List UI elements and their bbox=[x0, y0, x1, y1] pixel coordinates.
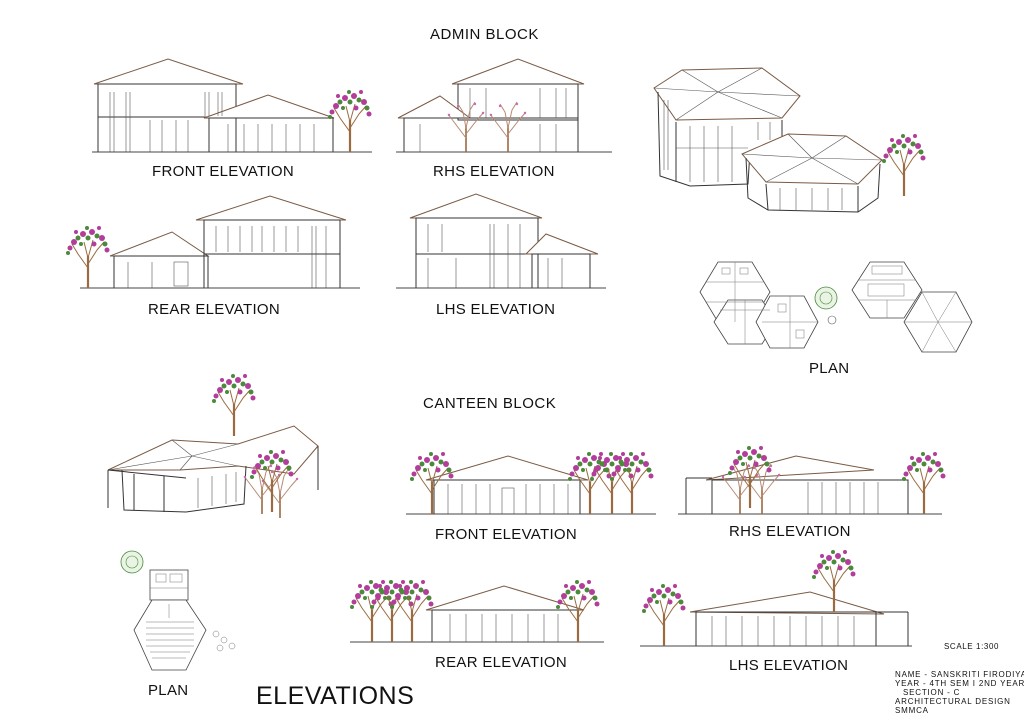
canteen-rear-elevation bbox=[348, 578, 604, 644]
canteen-rhs-elevation-label: RHS ELEVATION bbox=[729, 523, 851, 540]
admin-block-title: ADMIN BLOCK bbox=[430, 26, 539, 43]
canteen-block-title: CANTEEN BLOCK bbox=[423, 395, 557, 412]
canteen-rhs-elevation bbox=[678, 444, 947, 516]
canteen-plan bbox=[120, 550, 236, 671]
admin-front-elevation-label: FRONT ELEVATION bbox=[152, 163, 295, 180]
admin-rhs-elevation bbox=[396, 58, 612, 153]
title-block-school: SMMCA bbox=[895, 706, 929, 715]
title-block: NAME - SANSKRITI FIRODIYA YEAR - 4TH SEM… bbox=[895, 670, 1024, 715]
canteen-3d-view bbox=[107, 372, 319, 519]
admin-lhs-elevation bbox=[396, 193, 606, 289]
admin-front-elevation bbox=[92, 58, 373, 154]
title-block-year: YEAR - 4TH SEM I 2ND YEAR bbox=[895, 679, 1024, 688]
canteen-rear-elevation-label: REAR ELEVATION bbox=[435, 654, 568, 671]
scale-note: SCALE 1:300 bbox=[944, 642, 1000, 651]
canteen-lhs-elevation-label: LHS ELEVATION bbox=[729, 657, 849, 674]
admin-rear-elevation bbox=[64, 195, 360, 290]
admin-rear-elevation-label: REAR ELEVATION bbox=[148, 301, 281, 318]
title-block-name: NAME - SANSKRITI FIRODIYA bbox=[895, 670, 1024, 679]
admin-lhs-elevation-label: LHS ELEVATION bbox=[436, 301, 556, 318]
admin-3d-view bbox=[653, 67, 927, 213]
title-block-section: SECTION - C bbox=[903, 688, 961, 697]
admin-plan-label: PLAN bbox=[809, 360, 850, 377]
canteen-plan-label: PLAN bbox=[148, 682, 189, 699]
canteen-front-elevation-label: FRONT ELEVATION bbox=[435, 526, 578, 543]
sheet-title: ELEVATIONS bbox=[256, 682, 415, 710]
canteen-lhs-elevation bbox=[640, 548, 912, 648]
admin-rhs-elevation-label: RHS ELEVATION bbox=[433, 163, 555, 180]
admin-plan bbox=[699, 261, 973, 353]
title-block-subject: ARCHITECTURAL DESIGN bbox=[895, 697, 1011, 706]
canteen-front-elevation bbox=[406, 450, 656, 516]
